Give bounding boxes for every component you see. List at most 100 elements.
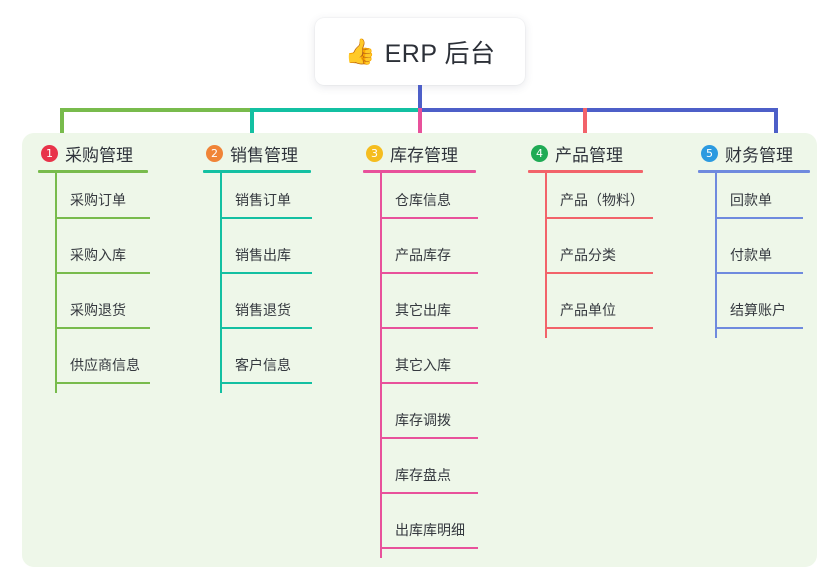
branch-item-label: 采购订单 (70, 192, 126, 208)
connector-bar-teal (250, 108, 420, 112)
branch-item[interactable]: 其它入库 (363, 338, 528, 393)
branch-item[interactable]: 产品单位 (528, 283, 698, 338)
thumbs-up-icon: 👍 (344, 37, 376, 66)
branch-item[interactable]: 回款单 (698, 173, 838, 228)
branch-item[interactable]: 采购订单 (38, 173, 203, 228)
branch-column-product: 4 产品管理 产品（物料） 产品分类产品单位 (528, 138, 698, 338)
branch-item[interactable]: 销售退货 (203, 283, 363, 338)
branch-item-label: 库存盘点 (395, 467, 451, 483)
connector-stub-2 (250, 108, 254, 138)
branch-item-label: 销售出库 (235, 247, 291, 263)
branch-item-label: 仓库信息 (395, 192, 451, 208)
branch-item-label: 付款单 (730, 247, 772, 263)
branch-item-label: 出库库明细 (395, 522, 465, 538)
branch-header-2[interactable]: 2 销售管理 (203, 138, 363, 168)
branch-item-rule (220, 272, 312, 274)
branch-header-rule-3 (363, 170, 476, 173)
branch-item[interactable]: 销售出库 (203, 228, 363, 283)
root-connector-stem (418, 85, 422, 108)
branch-column-inventory: 3 库存管理 仓库信息产品库存其它出库其它入库库存调拨库存盘点出库库明细 (363, 138, 528, 558)
branch-item-label: 库存调拨 (395, 412, 451, 428)
branch-item[interactable]: 采购入库 (38, 228, 203, 283)
branch-item-rule (380, 327, 478, 329)
branch-header-rule-1 (38, 170, 148, 173)
branch-item[interactable]: 付款单 (698, 228, 838, 283)
branch-item-rule (380, 272, 478, 274)
branch-badge-4: 4 (531, 144, 548, 162)
branch-item-label: 采购退货 (70, 302, 126, 318)
branch-title-2: 销售管理 (230, 145, 298, 165)
branch-item-rule (715, 272, 803, 274)
branch-header-3[interactable]: 3 库存管理 (363, 138, 528, 168)
branch-items-3: 仓库信息产品库存其它出库其它入库库存调拨库存盘点出库库明细 (363, 173, 528, 558)
branch-item-label: 回款单 (730, 192, 772, 208)
branch-item[interactable]: 库存盘点 (363, 448, 528, 503)
branch-item[interactable]: 销售订单 (203, 173, 363, 228)
branch-column-purchasing: 1 采购管理 采购订单采购入库采购退货供应商信息 (38, 138, 203, 393)
branch-header-1[interactable]: 1 采购管理 (38, 138, 203, 168)
branch-item-rule (55, 272, 150, 274)
branch-item-label: 销售订单 (235, 192, 291, 208)
branch-item-label: 客户信息 (235, 357, 291, 373)
branch-column-sales: 2 销售管理 销售订单销售出库销售退货客户信息 (203, 138, 363, 393)
branch-item-rule (545, 272, 653, 274)
branch-item-rule (715, 327, 803, 329)
branch-badge-2: 2 (206, 144, 223, 162)
branch-item-label: 其它出库 (395, 302, 451, 318)
branch-item-rule (55, 382, 150, 384)
root-node-card[interactable]: 👍 ERP 后台 (315, 18, 525, 85)
branch-items-1: 采购订单采购入库采购退货供应商信息 (38, 173, 203, 393)
branch-header-rule-5 (698, 170, 810, 173)
connector-bar-blue (418, 108, 778, 112)
diagram-panel (22, 133, 817, 567)
branch-title-1: 采购管理 (65, 145, 133, 165)
branch-item-label: 产品单位 (560, 302, 616, 318)
connector-bar-green (60, 108, 420, 112)
branch-item[interactable]: 采购退货 (38, 283, 203, 338)
branch-item-rule (380, 382, 478, 384)
connector-stub-5 (774, 108, 778, 138)
branch-spine-3 (380, 173, 382, 558)
branch-item[interactable]: 出库库明细 (363, 503, 528, 558)
branch-item[interactable]: 供应商信息 (38, 338, 203, 393)
branch-item-rule (220, 327, 312, 329)
branch-item-label: 供应商信息 (70, 357, 140, 373)
branch-item-rule (380, 217, 478, 219)
branch-item-label: 销售退货 (235, 302, 291, 318)
branch-item[interactable]: 结算账户 (698, 283, 838, 338)
branch-item-rule (715, 217, 803, 219)
branch-item-rule (545, 217, 653, 219)
branch-item-label: 其它入库 (395, 357, 451, 373)
branch-item-rule (55, 327, 150, 329)
root-node-title: ERP 后台 (384, 39, 496, 68)
branch-item[interactable]: 库存调拨 (363, 393, 528, 448)
branch-header-5[interactable]: 5 财务管理 (698, 138, 838, 168)
branch-item-label: 采购入库 (70, 247, 126, 263)
branch-spine-2 (220, 173, 222, 393)
branch-header-rule-2 (203, 170, 311, 173)
branch-badge-5: 5 (701, 144, 718, 162)
branch-column-finance: 5 财务管理 回款单付款单结算账户 (698, 138, 838, 338)
branch-item[interactable]: 产品（物料） (528, 173, 698, 228)
branch-item-label: 产品库存 (395, 247, 451, 263)
branch-item[interactable]: 产品库存 (363, 228, 528, 283)
branch-spine-4 (545, 173, 547, 338)
branch-item-rule (220, 382, 312, 384)
branch-item-label: 产品（物料） (560, 192, 644, 208)
branch-badge-1: 1 (41, 144, 58, 162)
branch-item-rule (380, 547, 478, 549)
branch-item[interactable]: 产品分类 (528, 228, 698, 283)
branch-item-label: 结算账户 (730, 302, 786, 318)
branch-items-2: 销售订单销售出库销售退货客户信息 (203, 173, 363, 393)
connector-stub-4 (583, 108, 587, 138)
connector-stub-1 (60, 108, 64, 138)
branch-title-5: 财务管理 (725, 145, 793, 165)
branch-item-label: 产品分类 (560, 247, 616, 263)
branch-item[interactable]: 仓库信息 (363, 173, 528, 228)
branch-item-rule (55, 217, 150, 219)
branch-item[interactable]: 客户信息 (203, 338, 363, 393)
branch-title-3: 库存管理 (390, 145, 458, 165)
branch-items-5: 回款单付款单结算账户 (698, 173, 838, 338)
branch-item[interactable]: 其它出库 (363, 283, 528, 338)
branch-header-4[interactable]: 4 产品管理 (528, 138, 698, 168)
